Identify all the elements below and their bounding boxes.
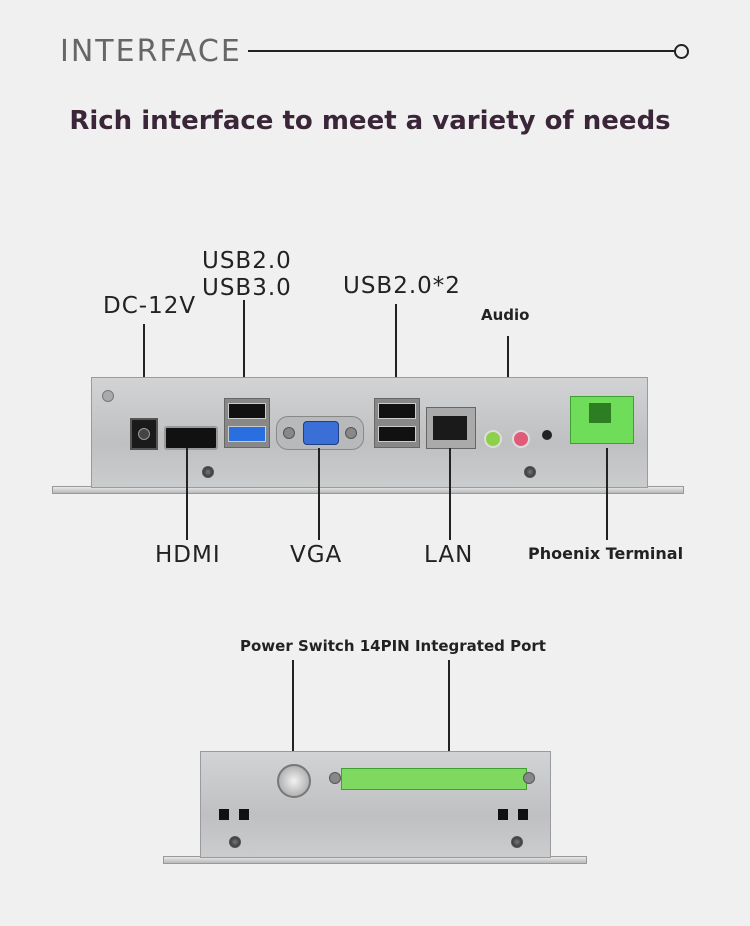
- label-usb2-combo: USB2.0: [202, 248, 292, 274]
- leader-vga: [318, 448, 320, 540]
- leader-usb-combo: [243, 300, 245, 392]
- leader-power-switch: [292, 660, 294, 754]
- screw-icon: [202, 466, 214, 478]
- leader-hdmi: [186, 448, 188, 540]
- usb3-port: [228, 426, 266, 442]
- vga-screw-left-icon: [283, 427, 295, 439]
- label-audio: Audio: [481, 306, 530, 324]
- lan-socket: [433, 416, 467, 440]
- label-hdmi: HDMI: [155, 542, 221, 568]
- usb-double-stack: [374, 398, 420, 448]
- vent-square: [498, 809, 508, 820]
- bottom-device-panel: [200, 751, 551, 858]
- label-usb3-combo: USB3.0: [202, 275, 292, 301]
- audio-out-jack: [484, 430, 502, 448]
- label-front-panel: Power Switch 14PIN Integrated Port: [240, 637, 546, 655]
- phoenix-socket: [589, 403, 611, 423]
- panel-screw-icon: [329, 772, 341, 784]
- vga-bracket: [276, 416, 364, 450]
- vent-square: [518, 809, 528, 820]
- power-button: [277, 764, 311, 798]
- label-lan: LAN: [424, 542, 474, 568]
- leader-lan: [449, 448, 451, 540]
- section-title: INTERFACE: [60, 34, 242, 69]
- usb2-port-upper: [378, 403, 416, 419]
- mic-in-jack: [512, 430, 530, 448]
- dc-pin-icon: [138, 428, 150, 440]
- leader-14pin-port: [448, 660, 450, 754]
- label-usb2-double: USB2.0*2: [343, 273, 461, 299]
- vga-screw-right-icon: [345, 427, 357, 439]
- screw-icon: [229, 836, 241, 848]
- usb2-port: [228, 403, 266, 419]
- 14pin-port: [341, 768, 527, 790]
- label-vga: VGA: [290, 542, 343, 568]
- title-divider-circle: [674, 44, 689, 59]
- reset-button: [542, 430, 552, 440]
- leader-phoenix: [606, 448, 608, 540]
- leader-usb-double: [395, 304, 397, 392]
- screw-icon: [524, 466, 536, 478]
- screw-icon: [511, 836, 523, 848]
- title-divider-line: [248, 50, 676, 52]
- vga-port: [303, 421, 339, 445]
- lan-port: [426, 407, 476, 449]
- panel-screw-icon: [102, 390, 114, 402]
- phoenix-terminal: [570, 396, 634, 444]
- usb-combo-stack: [224, 398, 270, 448]
- top-device-panel: [91, 377, 648, 488]
- hdmi-port: [164, 426, 218, 450]
- dc-jack: [130, 418, 158, 450]
- vent-square: [219, 809, 229, 820]
- label-dc-12v: DC-12V: [103, 293, 197, 319]
- leader-dc: [143, 324, 145, 414]
- usb2-port-lower: [378, 426, 416, 442]
- label-phoenix: Phoenix Terminal: [528, 544, 684, 563]
- panel-screw-icon: [523, 772, 535, 784]
- vent-square: [239, 809, 249, 820]
- headline: Rich interface to meet a variety of need…: [69, 106, 671, 136]
